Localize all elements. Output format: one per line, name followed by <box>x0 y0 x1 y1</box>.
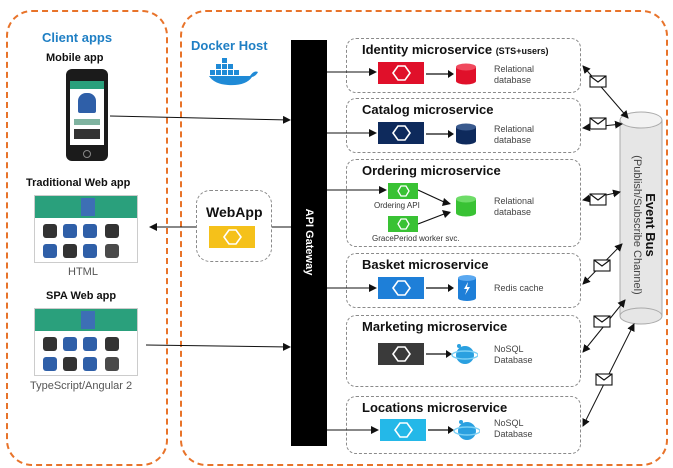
ordering-worker-label: GracePeriod worker svc. <box>372 234 460 243</box>
ordering-db-label: Relational database <box>494 196 535 217</box>
locations-db-label: NoSQL Database <box>494 418 533 439</box>
identity-db-label: Relational database <box>494 64 535 85</box>
marketing-microservice-title: Marketing microservice <box>362 319 508 334</box>
marketing-db-label: NoSQL Database <box>494 344 533 365</box>
ordering-api-label: Ordering API <box>374 201 420 210</box>
identity-title-tag: (STS+users) <box>495 46 549 56</box>
docker-host-title: Docker Host <box>191 38 268 53</box>
web-app-caption: HTML <box>68 266 98 278</box>
spa-app-caption: TypeScript/Angular 2 <box>30 380 133 392</box>
client-apps-region <box>6 10 168 466</box>
identity-container-icon <box>378 62 424 84</box>
spa-web-app-label: SPA Web app <box>46 290 117 302</box>
api-gateway-bar <box>291 40 327 446</box>
catalog-db-label: Relational database <box>494 124 535 145</box>
envelope-icon <box>589 193 607 206</box>
identity-title-text: Identity microservice <box>362 42 493 57</box>
client-apps-title: Client apps <box>42 30 113 45</box>
locations-container-icon <box>380 419 426 441</box>
basket-container-icon <box>378 277 424 299</box>
mobile-phone-icon <box>66 69 108 161</box>
event-bus-cylinder <box>619 111 663 325</box>
basket-cache-icon <box>426 275 476 301</box>
envelope-icon <box>595 373 613 386</box>
catalog-database-icon <box>426 123 476 145</box>
identity-bus-arrow <box>582 65 629 119</box>
web-app-screenshot <box>34 195 138 263</box>
webapp-container-icon <box>209 226 255 248</box>
spa-app-screenshot <box>34 308 138 376</box>
marketing-nosql-icon <box>426 344 478 364</box>
ordering-database-icon <box>456 195 476 217</box>
catalog-container-icon <box>378 122 424 144</box>
basket-db-label: Redis cache <box>494 283 544 293</box>
mobile-app-label: Mobile app <box>46 52 104 64</box>
marketing-container-icon <box>378 343 424 365</box>
docker-whale-icon <box>209 58 258 86</box>
envelope-icon <box>593 259 611 272</box>
message-envelope-icons <box>589 75 613 386</box>
identity-microservice-title: Identity microservice (STS+users) <box>362 42 548 57</box>
spa-to-gateway-arrow <box>145 342 291 351</box>
traditional-web-app-label: Traditional Web app <box>26 177 131 189</box>
mobile-to-gateway-arrow <box>109 115 291 124</box>
webapp-label: WebApp <box>206 204 263 220</box>
docker-host-region <box>180 10 668 466</box>
envelope-icon <box>593 315 611 328</box>
ordering-worker-container-icon <box>388 216 418 232</box>
ordering-arrows-to-db <box>418 189 451 225</box>
ordering-api-container-icon <box>388 183 418 199</box>
locations-microservice-title: Locations microservice <box>362 400 508 415</box>
ordering-microservice-title: Ordering microservice <box>362 163 501 178</box>
catalog-microservice-title: Catalog microservice <box>362 102 494 117</box>
envelope-icon <box>589 117 607 130</box>
identity-database-icon <box>426 63 476 85</box>
basket-microservice-title: Basket microservice <box>362 257 489 272</box>
envelope-icon <box>589 75 607 88</box>
locations-nosql-icon <box>428 420 480 440</box>
